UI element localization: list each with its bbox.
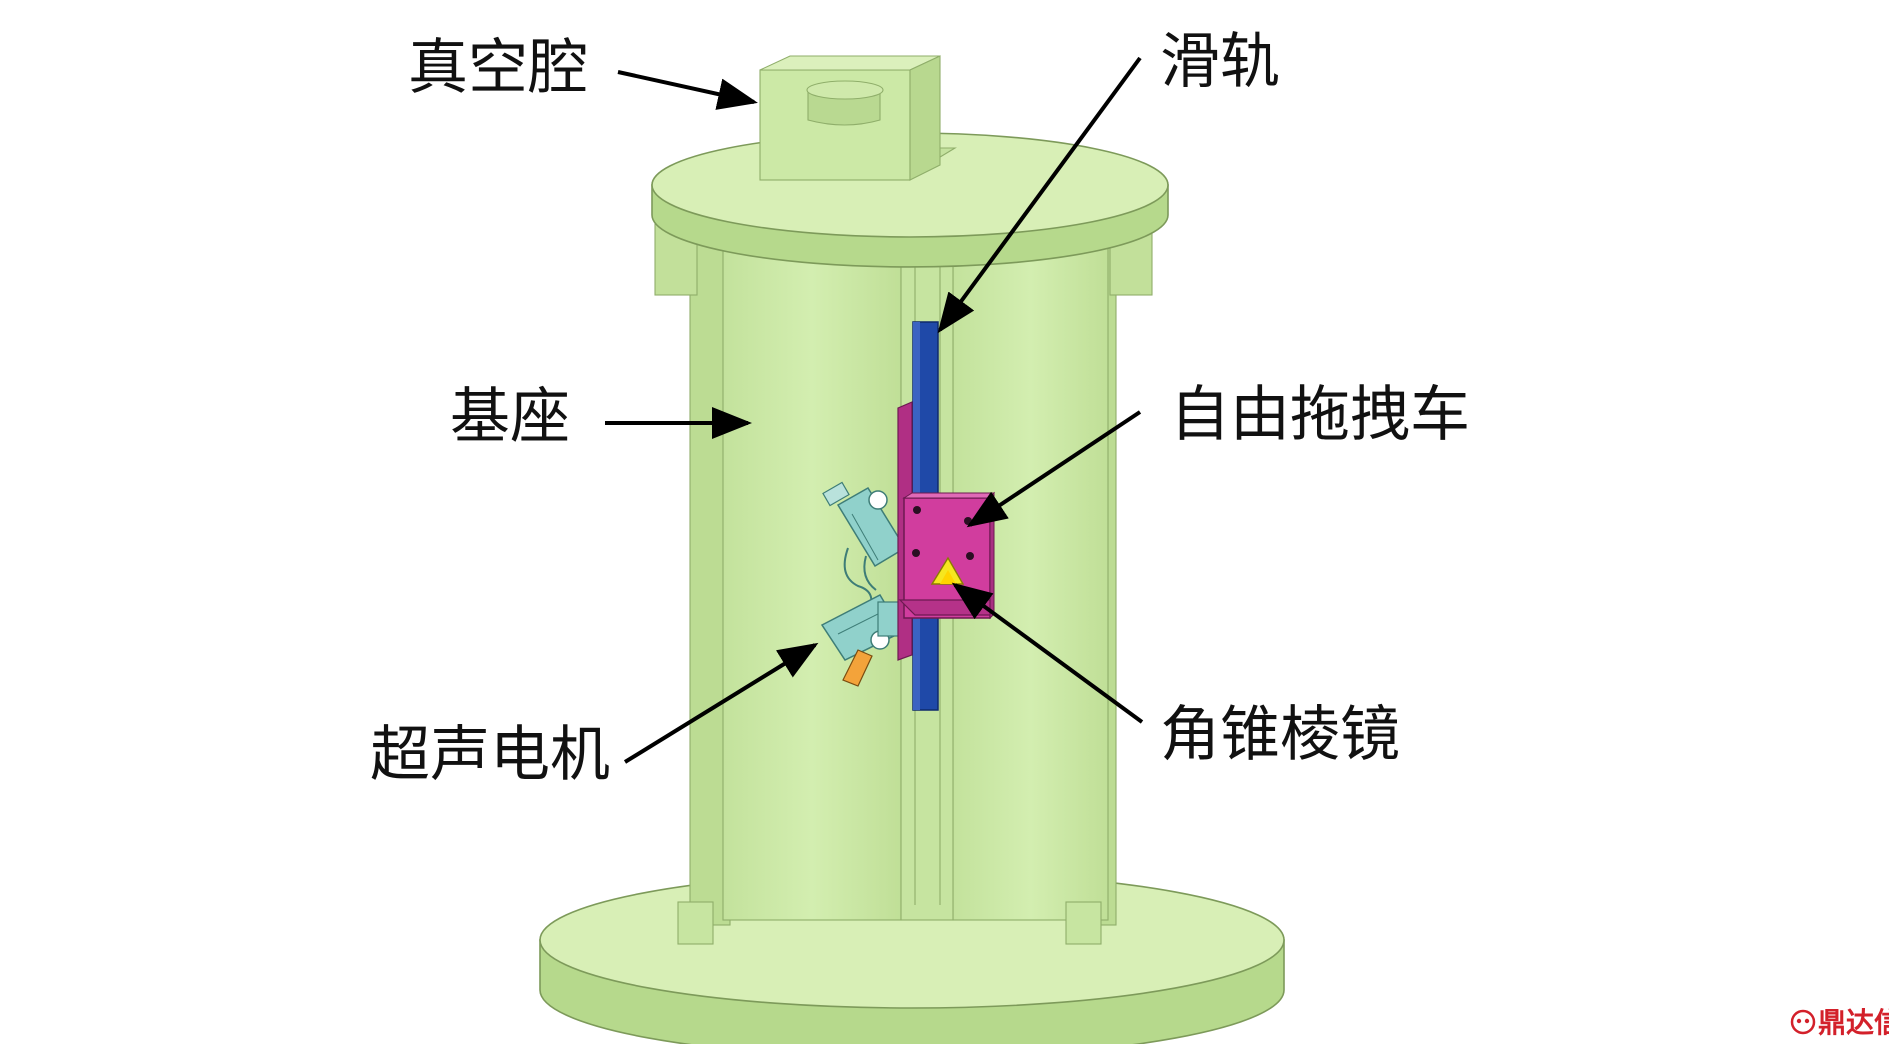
arrow-ultrasonic-motor — [623, 642, 819, 764]
corner-cube-prism — [930, 556, 965, 585]
arrow-slide-rail — [937, 56, 1142, 334]
label-vacuum-chamber: 真空腔 — [408, 33, 588, 103]
label-slide-rail: 滑轨 — [1160, 27, 1280, 97]
callout-labels: 真空腔 滑轨 基座 自由拖拽车 超声电机 角锥棱镜 — [370, 27, 1470, 790]
arrow-vacuum-chamber — [617, 70, 758, 110]
label-free-drag-carriage: 自由拖拽车 — [1170, 380, 1470, 450]
label-ultrasonic-motor: 超声电机 — [370, 720, 610, 790]
label-corner-cube-prism: 角锥棱镜 — [1160, 700, 1400, 770]
vacuum-chamber — [759, 55, 957, 181]
watermark: 鼎达信 — [1790, 1006, 1889, 1039]
watermark-logo-icon — [1790, 1009, 1816, 1035]
label-base: 基座 — [450, 382, 570, 452]
base-body — [654, 199, 1153, 945]
arrow-free-drag-carriage — [966, 410, 1142, 528]
watermark-text: 鼎达信 — [1818, 1006, 1889, 1039]
callout-arrows — [605, 56, 1144, 764]
arrow-corner-cube-prism — [951, 582, 1144, 724]
ultrasonic-motor — [820, 481, 907, 687]
